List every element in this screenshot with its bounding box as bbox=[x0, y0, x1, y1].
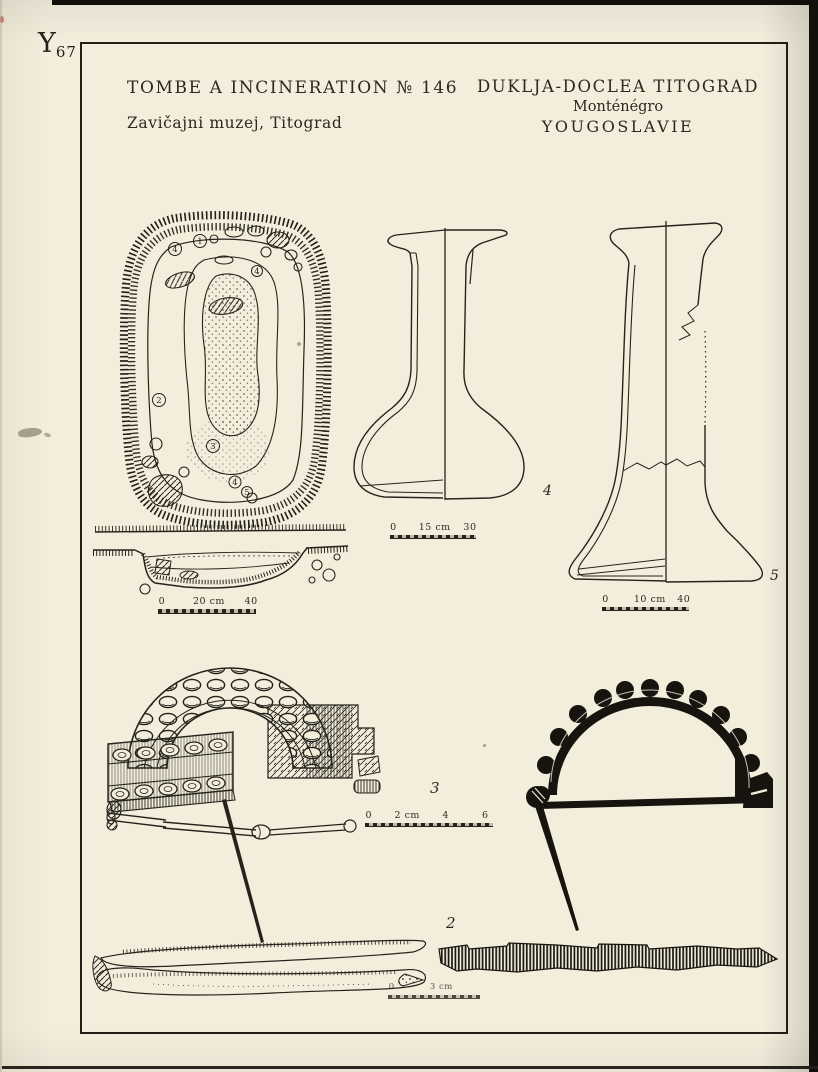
plate-frame bbox=[80, 42, 788, 1034]
site-header: DUKLJA-DOCLEA TITOGRAD Monténégro YOUGOS… bbox=[468, 77, 768, 136]
iron-blade-drawing bbox=[92, 939, 427, 996]
fibula-foot-slit bbox=[750, 788, 768, 796]
svg-text:4: 4 bbox=[172, 245, 177, 255]
tomb-title: TOMBE A INCINERATION № 146 bbox=[127, 78, 459, 98]
paper-smudge-small bbox=[43, 431, 52, 439]
site-region: Monténégro bbox=[572, 99, 664, 115]
scale-bar-flask-5: 0 10 cm 40 bbox=[602, 594, 690, 611]
strip-label: 2 bbox=[446, 914, 456, 932]
scan-edge-left bbox=[0, 0, 2, 1072]
paper-fleck-red bbox=[0, 16, 4, 23]
scale-bar-section: 0 20 cm 40 bbox=[158, 596, 257, 614]
site-country: YOUGOSLAVIE bbox=[541, 117, 695, 136]
scale-bar-blade: 0 3 cm bbox=[388, 982, 480, 999]
fibula-profile-shape bbox=[526, 679, 773, 931]
glass-flask-4-drawing bbox=[353, 228, 525, 500]
fibula-label: 3 bbox=[430, 779, 440, 797]
fibula-spring-pin bbox=[106, 799, 357, 943]
iron-strip-drawing bbox=[438, 942, 779, 973]
plan-stones bbox=[141, 225, 303, 507]
plate-number: Y67 bbox=[38, 28, 77, 61]
tomb-plan-drawing: 1 4 4 2 3 4 5 bbox=[116, 210, 338, 530]
scale-bar-flask-4: 0 15 cm 30 bbox=[390, 522, 476, 539]
svg-text:4: 4 bbox=[232, 478, 237, 488]
scan-edge-top bbox=[52, 0, 818, 5]
fibula-foot-plate bbox=[106, 731, 236, 831]
fibula-engraved-drawing bbox=[106, 667, 381, 943]
fibula-profile-drawing bbox=[526, 679, 773, 931]
plate-number-sub: 67 bbox=[55, 43, 77, 61]
scan-edge-bottom bbox=[0, 1066, 818, 1069]
glass-flask-5-drawing bbox=[568, 221, 764, 583]
site-name: DUKLJA-DOCLEA TITOGRAD bbox=[476, 77, 760, 96]
svg-text:5: 5 bbox=[244, 488, 249, 498]
tomb-section-drawing bbox=[93, 524, 349, 595]
scan-edge-right bbox=[809, 0, 818, 1072]
museum-subtitle: Zavičajni muzej, Titograd bbox=[127, 114, 343, 132]
flask-4-label: 4 bbox=[543, 483, 552, 499]
paper-smudge bbox=[17, 426, 43, 439]
svg-text:2: 2 bbox=[156, 396, 161, 406]
plan-markers: 1 4 4 2 3 4 5 bbox=[152, 234, 263, 498]
svg-text:3: 3 bbox=[210, 442, 215, 452]
plate-letter: Y bbox=[38, 28, 56, 59]
flask-5-label: 5 bbox=[770, 568, 779, 584]
svg-text:4: 4 bbox=[254, 267, 259, 277]
paper-fleck bbox=[483, 744, 486, 747]
fibula-coil-lines bbox=[531, 787, 546, 804]
paper-fleck bbox=[297, 342, 301, 346]
iron-strip-shape bbox=[438, 942, 779, 973]
svg-text:1: 1 bbox=[197, 237, 202, 247]
scale-bar-fibula: 0 2 cm 4 6 bbox=[365, 810, 493, 827]
